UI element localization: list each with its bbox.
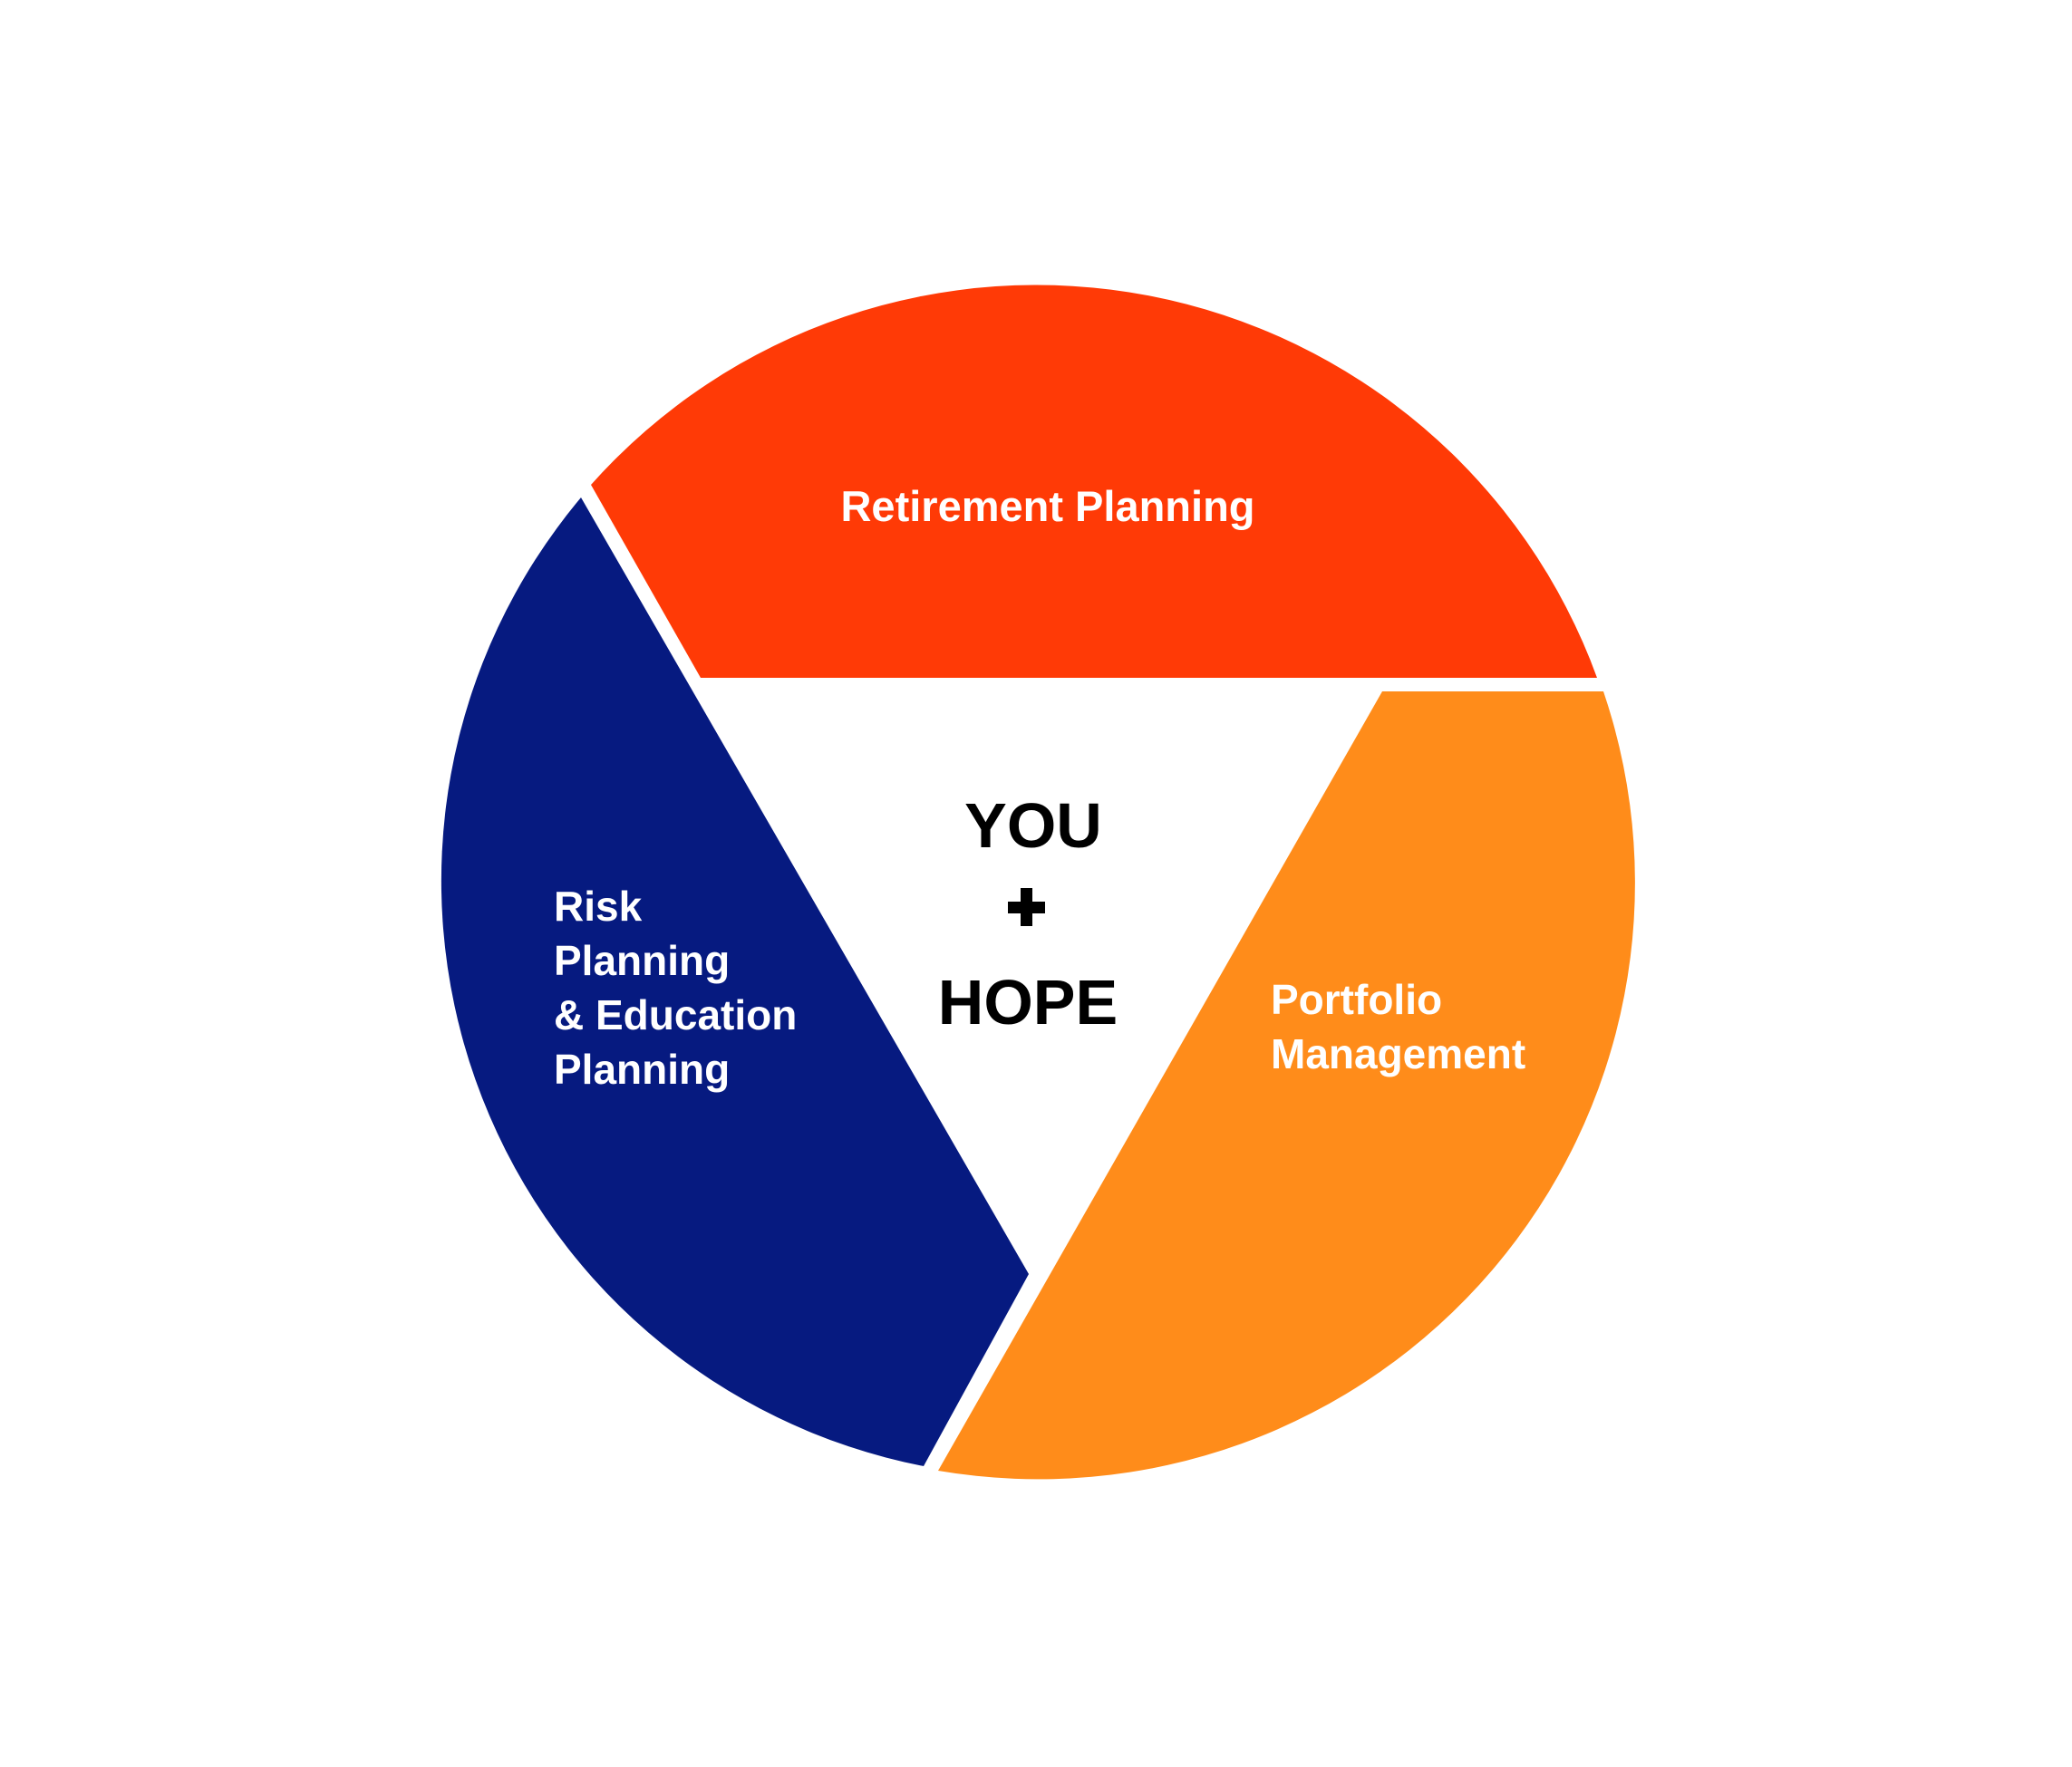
segment-portfolio-label-line-2: Management — [1271, 1030, 1525, 1077]
segment-risk-label-line-3: & Education — [554, 991, 797, 1038]
segment-portfolio-shape — [938, 691, 1635, 1480]
segment-portfolio-management: Portfolio Management — [938, 691, 1635, 1480]
segment-retirement-planning: Retirement Planning — [591, 285, 1597, 678]
center-label-hope: HOPE — [938, 967, 1118, 1038]
segment-risk-education-shape — [441, 497, 1029, 1466]
segment-risk-label-line-4: Planning — [554, 1046, 730, 1093]
segment-portfolio-label-line-1: Portfolio — [1271, 976, 1442, 1023]
segment-risk-education-planning: Risk Planning & Education Planning — [441, 497, 1029, 1466]
segment-retirement-label: Retirement Planning — [840, 482, 1254, 530]
segment-retirement-shape — [591, 285, 1597, 678]
center-label-group: YOU HOPE — [938, 790, 1118, 1038]
segment-risk-label-line-2: Planning — [554, 937, 730, 984]
segment-risk-label-line-1: Risk — [554, 883, 643, 930]
center-label-you: YOU — [964, 790, 1102, 861]
plus-icon — [1008, 888, 1045, 926]
